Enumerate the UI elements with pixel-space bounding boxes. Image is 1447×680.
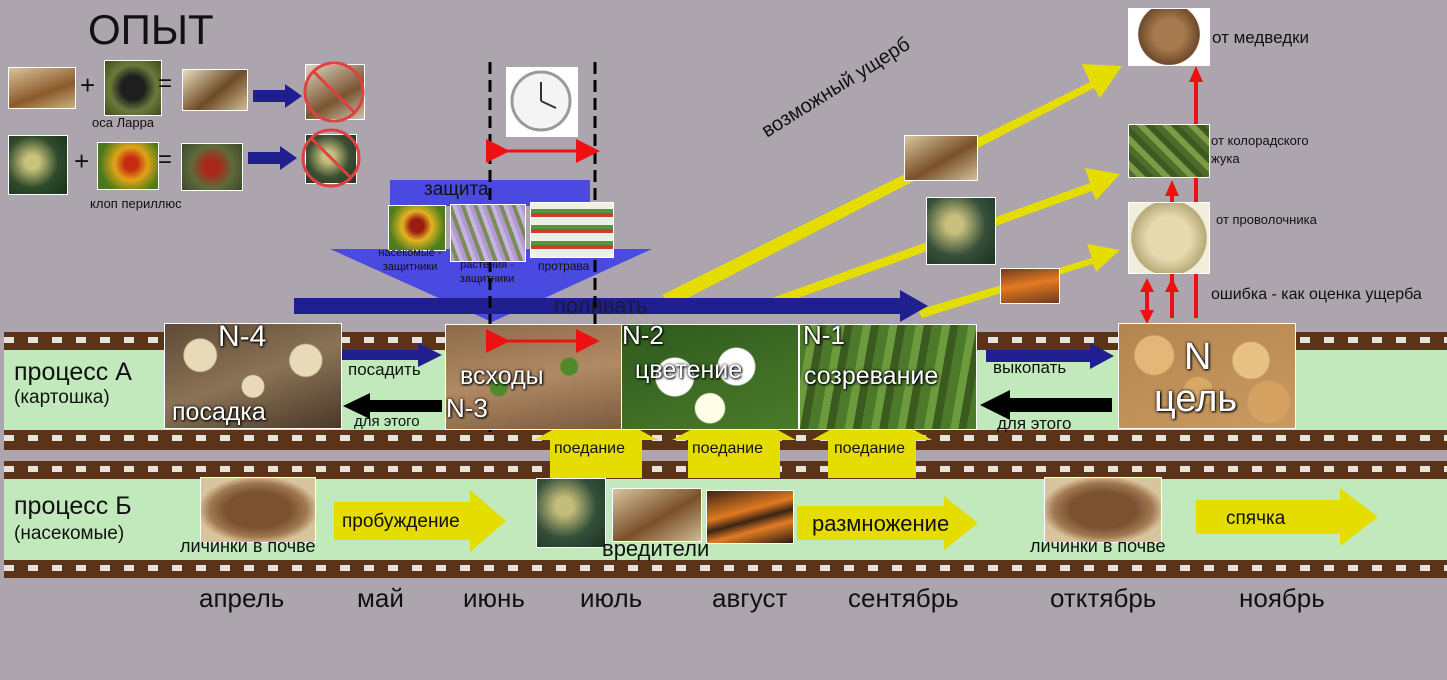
for-this-label-2: для этого — [997, 414, 1072, 433]
pests-label: вредители — [602, 536, 710, 561]
damage-arrow-1 — [662, 64, 1122, 306]
month-april: апрель — [199, 583, 285, 613]
perillus-bug-photo — [97, 142, 159, 190]
dig-arrow — [986, 343, 1114, 369]
wireworm-source-label: от проволочника — [1216, 212, 1317, 227]
water-label: поливать — [554, 293, 648, 318]
cross-circle-1 — [303, 61, 365, 123]
stage-goal-name: цель — [1154, 378, 1238, 420]
plant-defenders-photo — [450, 204, 526, 262]
month-july: июль — [580, 583, 643, 613]
film-strip-bottom — [4, 560, 1447, 578]
process-a-subtitle: (картошка) — [14, 387, 110, 408]
colorado-beetle-photo — [8, 135, 68, 195]
dig-label: выкопать — [993, 358, 1067, 377]
wasp-label: оса Ларра — [92, 115, 155, 130]
page-title: ОПЫТ — [88, 6, 214, 53]
process-a-title: процесс А — [14, 358, 132, 386]
month-june: июнь — [463, 583, 525, 613]
process-b-title: процесс Б — [14, 492, 132, 520]
mole-cricket-source-label: от медведки — [1212, 28, 1310, 47]
stage-sprouts-tag: N-3 — [446, 393, 488, 423]
for-this-arrow-1 — [343, 393, 442, 419]
larvae-photo-1 — [200, 477, 316, 543]
mole-cricket-photo — [8, 67, 76, 109]
plant-arrow — [342, 343, 442, 367]
for-this-label-1: для этого — [354, 413, 420, 430]
stage-sprouts-name: всходы — [460, 362, 544, 390]
for-this-arrow-2 — [980, 390, 1112, 420]
month-november: ноябрь — [1239, 583, 1325, 613]
month-october: отктябрь — [1050, 583, 1157, 613]
eating-label-3: поедание — [834, 440, 906, 457]
stage-ripening-name: созревание — [804, 362, 939, 390]
plant-label: посадить — [348, 360, 421, 379]
month-may: май — [357, 583, 404, 613]
colorado-source-label: от колорадского жука — [1211, 133, 1309, 166]
stage-planting-tag: N-4 — [218, 320, 267, 353]
colorado-leaf-photo — [1128, 124, 1210, 178]
eating-label-1: поедание — [554, 440, 626, 457]
process-b-subtitle: (насекомые) — [14, 523, 125, 544]
error-label: ошибка - как оценка ущерба — [1211, 286, 1422, 303]
hibernation-label: спячка — [1226, 508, 1286, 529]
mole-cricket-potato-photo — [1128, 8, 1210, 66]
cross-circle-2 — [301, 128, 361, 188]
plus-sign: + — [80, 70, 96, 100]
hibernation-arrow — [1196, 488, 1378, 546]
pest-beetle-photo — [536, 478, 606, 548]
stage-goal-tag: N — [1184, 336, 1212, 378]
stage-planting-name: посадка — [172, 398, 266, 426]
pest-wireworm-photo — [706, 490, 794, 544]
wake-label: пробуждение — [342, 511, 460, 532]
seed-dressing-photo — [530, 202, 614, 258]
insect-defenders-photo — [388, 205, 446, 251]
stage-ripening-tag: N-1 — [803, 320, 845, 350]
colorado-damage-photo — [926, 197, 996, 265]
water-arrow — [294, 290, 928, 322]
wake-arrow — [334, 490, 506, 552]
bug-on-beetle-photo — [181, 143, 243, 191]
larvae-label-1: личинки в почве — [180, 536, 316, 556]
equals-sign: = — [158, 70, 173, 97]
larvae-photo-2 — [1044, 477, 1162, 543]
month-september: сентябрь — [848, 583, 959, 613]
bug-label: клоп периллюс — [90, 196, 182, 211]
larvae-label-2: личинки в почве — [1030, 536, 1166, 556]
plant-defenders-label: растения - защитники — [459, 259, 515, 285]
protection-title: защита — [424, 179, 489, 200]
equals-sign-2: = — [158, 146, 173, 173]
wireworm-damage-photo — [1000, 268, 1060, 304]
breeding-arrow — [797, 496, 978, 550]
stage-flowering-tag: N-2 — [622, 320, 664, 350]
stage-flowering-photo — [621, 324, 799, 430]
breeding-label: размножение — [812, 511, 950, 536]
wireworm-potato-photo — [1128, 202, 1210, 274]
eating-label-2: поедание — [692, 440, 764, 457]
stage-goal-photo — [1118, 323, 1296, 429]
stage-planting-photo — [164, 323, 342, 429]
stage-ripening-photo — [799, 324, 977, 430]
pest-cricket-photo — [612, 488, 702, 542]
plus-sign-2: + — [74, 146, 90, 176]
wasp-photo — [104, 60, 162, 116]
seed-dressing-label: протрава — [538, 259, 590, 273]
mole-cricket-damage-photo — [904, 135, 978, 181]
month-august: август — [712, 583, 788, 613]
stage-flowering-name: цветение — [635, 356, 743, 384]
wasp-on-cricket-photo — [182, 69, 248, 111]
insect-defenders-label: насекомые - защитники — [378, 247, 442, 273]
